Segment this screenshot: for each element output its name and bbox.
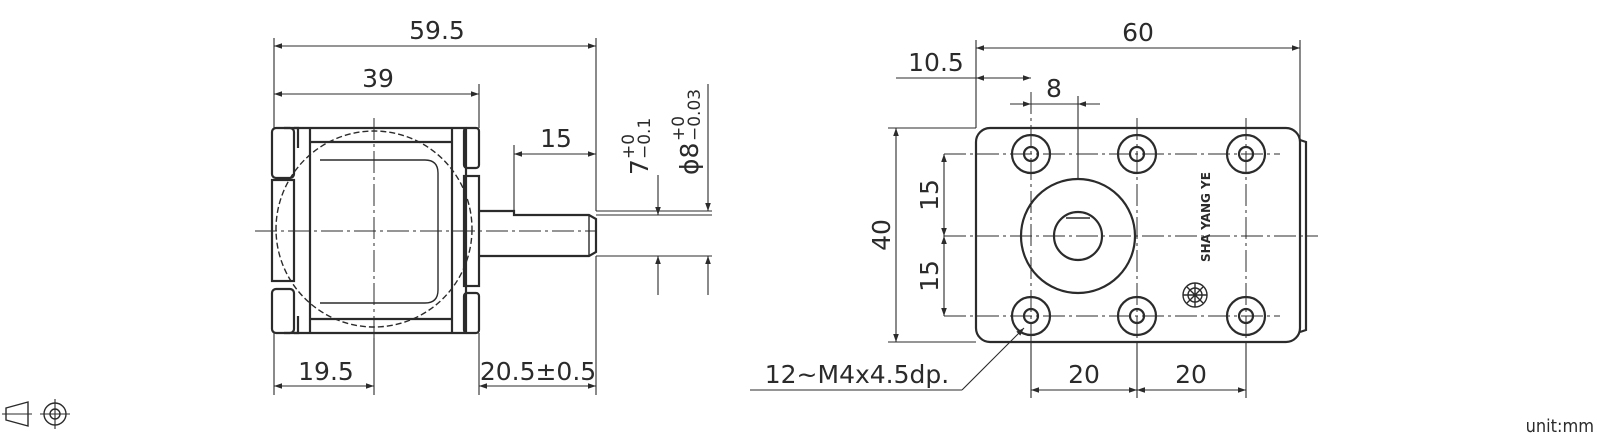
dim-shaft-length: 20.5±0.5 (480, 357, 596, 386)
dim-width: 60 (1122, 18, 1154, 47)
flat-tolerance-lower: −0.1 (635, 118, 655, 159)
dim-spacing-left: 20 (1068, 360, 1100, 389)
flat-tolerance-base: 7 (625, 159, 654, 175)
mounting-hole-tl-icon (1010, 133, 1052, 175)
dim-overall-length: 59.5 (409, 16, 465, 45)
front-view: SHA YANG YE 60 10.5 8 40 15 15 20 (750, 18, 1318, 398)
dim-hole-offset: 8 (1046, 74, 1062, 103)
side-view: 59.5 39 15 7 +0 −0.1 ϕ8 +0 −0.03 19.5 (255, 16, 712, 395)
mounting-hole-bl-icon (1010, 295, 1052, 337)
brand-mark: SHA YANG YE (1199, 172, 1213, 262)
projection-symbol-icon (2, 399, 70, 429)
dim-spacing-right: 20 (1175, 360, 1207, 389)
thread-callout: 12~M4x4.5dp. (765, 360, 949, 389)
dim-edge-offset: 10.5 (908, 48, 964, 77)
dim-flange-offset: 19.5 (298, 357, 354, 386)
shaft-diameter-upper: +0 (669, 116, 689, 141)
dim-half-upper: 15 (915, 179, 944, 211)
dim-shaft-flat: 15 (540, 124, 572, 153)
dim-half-lower: 15 (915, 260, 944, 292)
mounting-hole-tm-icon (1116, 133, 1158, 175)
shaft-diameter-base: ϕ8 (675, 143, 704, 175)
brand-logo-icon: SHA YANG YE (1182, 172, 1213, 308)
flat-tolerance-upper: +0 (619, 134, 639, 159)
shaft-diameter-lower: −0.03 (685, 89, 705, 141)
dim-body-length: 39 (362, 64, 394, 93)
mounting-hole-br-icon (1225, 295, 1267, 337)
mounting-hole-bm-icon (1116, 295, 1158, 337)
mounting-hole-tr-icon (1225, 133, 1267, 175)
unit-label: unit:mm (1526, 416, 1594, 437)
dim-height: 40 (867, 219, 896, 251)
